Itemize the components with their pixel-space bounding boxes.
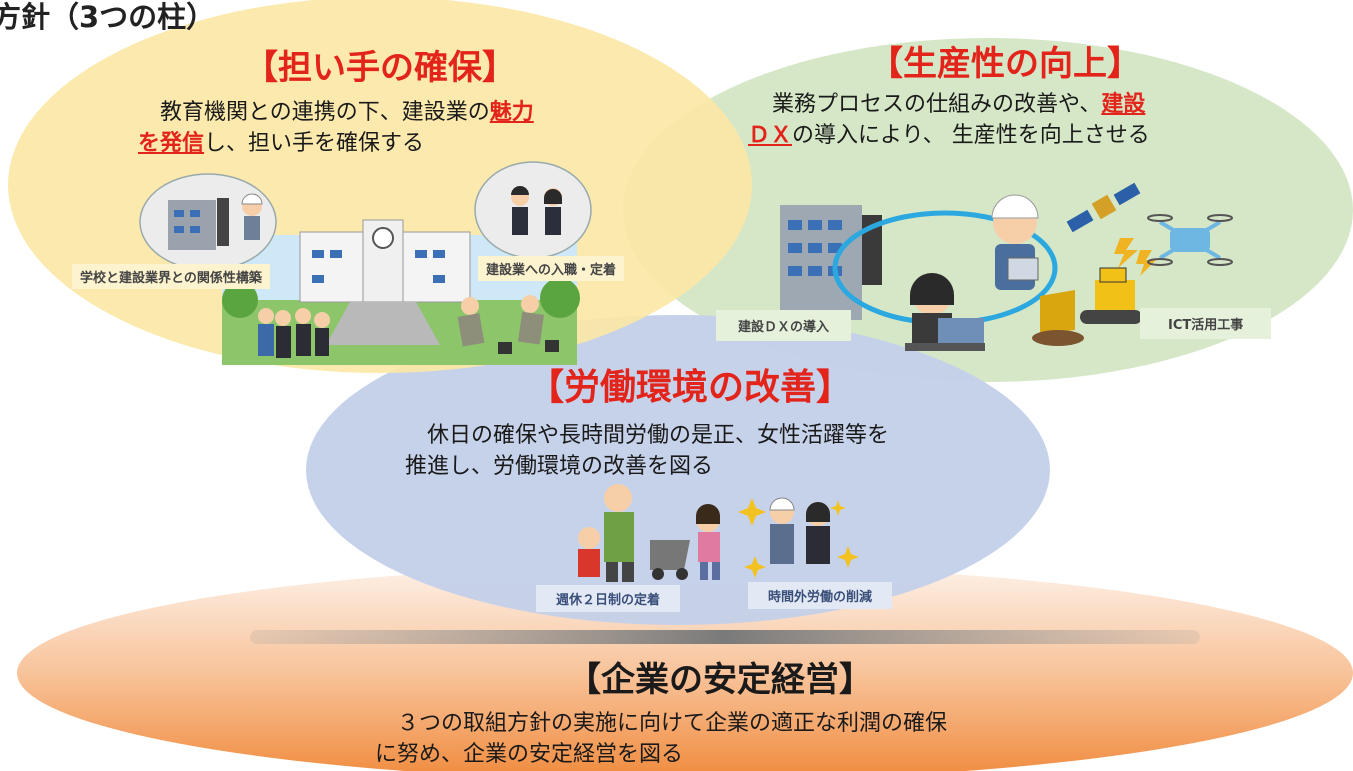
drone-icon [1147,214,1233,266]
antei-body: ３つの取組方針の実施に向けて企業の適正な利潤の確保 に努め、企業の安定経営を図る [375,708,1175,770]
antei-line-1: ３つの取組方針の実施に向けて企業の適正な利潤の確保 [375,711,948,736]
ninaite-label-school: 学校と建設業界との関係性構築 [72,264,270,289]
ninaite-highlight-1: 魅力 [489,100,534,125]
seisansei-label-ict: ICT活用工事 [1140,308,1272,339]
ninaite-text-before: 教育機関との連携の下、建設業の [138,100,490,125]
thought-cloud-right [474,161,592,259]
page-title: 方針（3つの柱） [0,0,216,34]
bulldozer-icon [1032,267,1142,346]
seisansei-text-before: 業務プロセスの仕組みの改善や、 [772,92,1102,117]
lightning-icon [1114,238,1156,276]
antei-line-2: に努め、企業の安定経営を図る [375,742,684,767]
ninaite-highlight-2: を発信 [138,131,205,156]
roudou-body: 休日の確保や長時間労働の是正、女性活躍等を 推進し、労働環境の改善を図る [405,420,1085,482]
satellite-icon [1066,182,1141,233]
seisansei-label-dx: 建設ＤＸの導入 [716,310,852,341]
ninaite-label-recruit: 建設業への入職・定着 [478,256,625,281]
businesspeople-icon [258,295,559,358]
worker-helmet-icon [991,194,1039,290]
roudou-label-holiday: 週休２日制の定着 [536,585,681,612]
seisansei-highlight-2: ＤＸ [748,123,793,148]
seisansei-highlight-1: 建設 [1101,92,1146,117]
antei-heading: 【企業の安定経営】 [567,660,873,700]
seisansei-body: 業務プロセスの仕組みの改善や、建設 ＤＸの導入により、 生産性を向上させる [748,89,1308,151]
seisansei-text-after: の導入により、 生産性を向上させる [792,123,1150,148]
ninaite-body: 教育機関との連携の下、建設業の魅力 を発信し、担い手を確保する [138,97,678,159]
ninaite-text-after: し、担い手を確保する [204,131,425,156]
roudou-label-overtime: 時間外労働の削減 [748,582,893,609]
divider-bar [250,630,1200,644]
worker-sparkle-icon [738,497,859,578]
thought-cloud-left [139,173,277,271]
roudou-line-1: 休日の確保や長時間労働の是正、女性活躍等を [405,423,890,448]
office-building-icon [780,205,882,320]
roudou-ellipse [306,315,1050,625]
antei-ellipse [17,565,1353,771]
operator-headset-icon [905,273,985,351]
family-stroller-icon [578,484,720,582]
roudou-heading: 【労働環境の改善】 [527,367,852,408]
ninaite-heading: 【担い手の確保】 [244,48,516,88]
seisansei-heading: 【生産性の向上】 [869,44,1141,84]
roudou-line-2: 推進し、労働環境の改善を図る [405,454,714,479]
school-building-icon [222,219,580,365]
